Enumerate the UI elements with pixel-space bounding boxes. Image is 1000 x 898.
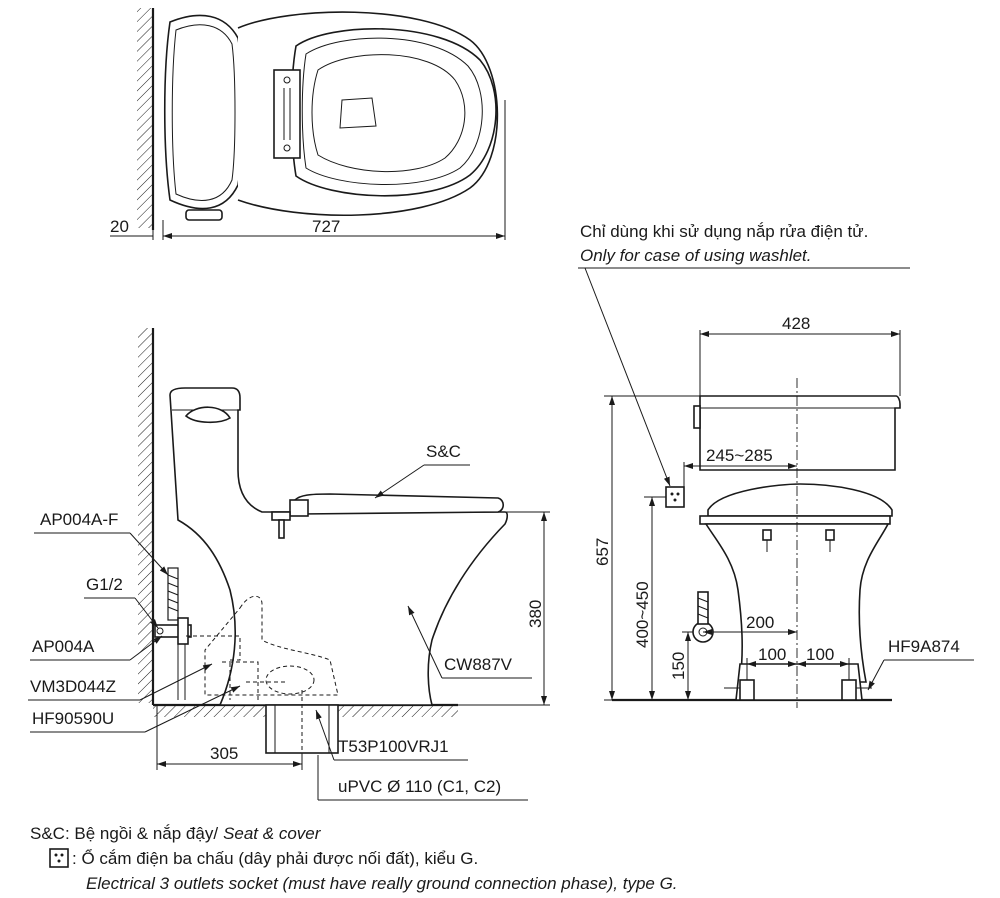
side-wall-hatch (138, 328, 153, 703)
label-ap004a-f: AP004A-F (40, 510, 118, 529)
dim-socket-height: 400~450 (633, 581, 652, 648)
label-hf90590u: HF90590U (32, 709, 114, 728)
top-drain (339, 97, 377, 129)
washlet-note-en: Only for case of using washlet. (580, 246, 812, 265)
front-bolt-right (841, 679, 857, 701)
dim-seat-height: 380 (526, 600, 545, 628)
side-toilet-body (169, 387, 509, 706)
label-cw887v: CW887V (444, 655, 513, 674)
side-view: 380 305 S&C AP004A-F G1/2 AP004A VM3D044… (28, 328, 550, 801)
side-seat-cover (294, 493, 505, 515)
side-seat-hinge (289, 499, 309, 517)
label-hf9a874: HF9A874 (888, 637, 960, 656)
side-water-nozzle (271, 511, 291, 521)
front-socket (665, 486, 685, 508)
label-upvc: uPVC Ø 110 (C1, C2) (338, 777, 501, 796)
side-flush-button (184, 406, 232, 424)
legend: S&C: Bệ ngồi & nắp đậy/Seat & cover : Ổ … (30, 824, 678, 893)
dim-total-height: 657 (593, 538, 612, 566)
dim-bolt-left: 100 (758, 645, 786, 664)
side-supply-hose-body (167, 567, 179, 621)
label-t53p100vrj1: T53P100VRJ1 (338, 737, 449, 756)
legend-socket-vi: : Ổ cắm điện ba chấu (dây phải được nối … (72, 849, 478, 868)
top-hinge (273, 69, 301, 159)
front-view: Chỉ dùng khi sử dụng nắp rửa điện tử. On… (578, 222, 974, 708)
three-pin-socket-icon (49, 848, 69, 868)
legend-sc-vi: S&C: Bệ ngồi & nắp đậy/Seat & cover (30, 824, 322, 843)
legend-socket-en: Electrical 3 outlets socket (must have r… (86, 874, 678, 893)
top-tank (163, 14, 244, 210)
dim-supply-height: 150 (669, 652, 688, 680)
front-tank (699, 395, 901, 471)
dim-rough-in: 305 (210, 744, 238, 763)
dim-bolt-right: 100 (806, 645, 834, 664)
dim-socket-offset: 245~285 (706, 446, 773, 465)
label-g12: G1/2 (86, 575, 123, 594)
dim-supply-offset: 200 (746, 613, 774, 632)
washlet-note-vi: Chỉ dùng khi sử dụng nắp rửa điện tử. (580, 222, 868, 241)
label-vm3d044z: VM3D044Z (30, 677, 116, 696)
side-trapway-hidden (204, 595, 339, 696)
label-ap004a: AP004A (32, 637, 95, 656)
front-bolt-left (739, 679, 755, 701)
dim-wall-gap: 20 (110, 217, 129, 236)
top-wall-hatch (137, 8, 153, 228)
label-sc: S&C (426, 442, 461, 461)
top-view: 20 727 (110, 8, 506, 240)
dim-overall-length: 727 (312, 217, 340, 236)
top-bowl-inner (311, 54, 466, 172)
dim-width: 428 (782, 314, 810, 333)
front-seat-lid (707, 483, 893, 517)
